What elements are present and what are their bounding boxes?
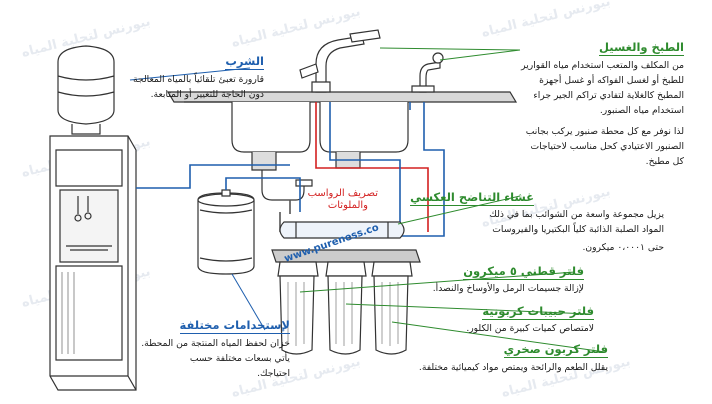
blue-pipe xyxy=(329,102,401,225)
other-uses-title: لإستخدامات مختلفة xyxy=(179,318,290,334)
leader-line xyxy=(391,321,606,353)
drinking-desc-line: قارورة تعبئ تلقائياً بالمياه المعالجة xyxy=(133,74,264,85)
cooking-desc-line: للطبخ أو لغسل الفواكه أو غسل أجهزة xyxy=(539,75,684,86)
other-uses-desc-line: خزان لحفظ المياه المنتجة من المحطة. xyxy=(141,338,290,349)
cotton-filter-desc: لإزالة جسيمات الرمل والأوساخ والنصدأ. xyxy=(432,283,584,294)
sink-counter xyxy=(166,91,518,201)
leader-line xyxy=(231,273,266,331)
red-pipe xyxy=(315,102,429,232)
storage-tank xyxy=(197,189,255,275)
carbon-block-title: فلتر كربون صخري xyxy=(503,342,608,358)
other-uses-desc-line: يأتي بسعات مختلفة حسب xyxy=(189,353,290,364)
blue-pipe xyxy=(396,102,445,237)
leader-line xyxy=(345,303,591,315)
cotton-filter-title: فلتر قطني ٥ ميكرون xyxy=(463,264,584,280)
other-uses-desc-line: احتياجك. xyxy=(257,368,290,379)
blue-pipe xyxy=(136,164,290,189)
cooking-desc-line: المطبخ كالغلاية لتفادي تراكم الجير جراء xyxy=(533,90,684,101)
carbon-granules-desc: لامتصاص كميات كبيرة من الكلور. xyxy=(466,323,594,334)
blue-pipe xyxy=(225,177,301,212)
leader-line xyxy=(439,49,521,61)
cooking-desc-line: الصنبور الاعتيادي كحل مناسب لاحتياجات xyxy=(530,141,685,152)
leader-line xyxy=(379,47,521,51)
cooking-desc-line: استخدام مياه الصنبور. xyxy=(599,105,684,116)
carbon-block-desc: يقلل الطعم والرائحة ويمتص مواد كيميائية … xyxy=(418,362,608,373)
drinking-title: الشرب xyxy=(225,54,264,70)
drain-label-line: والملوثات xyxy=(327,200,368,211)
leader-line xyxy=(299,271,576,293)
ro-membrane-desc-line: حتى ٠،٠٠٠١ ميكرون. xyxy=(582,242,664,253)
kitchen-faucet xyxy=(299,29,381,93)
cooking-title: الطبخ والغسيل xyxy=(598,40,684,56)
ro-membrane-desc-line: المواد الصلبة الذائبة كلياً البكتيريا وا… xyxy=(492,224,664,235)
water-cooler xyxy=(49,45,137,391)
ro-membrane-title: غشاء التناضح العكسي xyxy=(410,190,534,206)
cooking-desc-line: كل مطبخ. xyxy=(645,156,684,167)
drinking-desc-line: دون الحاجة للتغيير أو المتابعة. xyxy=(150,89,264,100)
drain-label-line: تصريف الرواسب xyxy=(307,188,378,199)
carbon-granules-title: فلتر حبيبات كربونية xyxy=(482,304,594,320)
ro-unit xyxy=(271,221,421,355)
ro-membrane-desc-line: يزيل مجموعة واسعة من الشوائب بما في ذلك xyxy=(489,209,664,220)
leader-line xyxy=(397,195,521,225)
ro-faucet xyxy=(411,52,444,93)
cooking-desc-line: من المكلف والمتعب استخدام مياه القوارير xyxy=(521,60,684,71)
cooking-desc-line: لذا نوفر مع كل محطة صنبور يركب بجانب xyxy=(525,126,684,137)
leader-line xyxy=(129,67,251,81)
